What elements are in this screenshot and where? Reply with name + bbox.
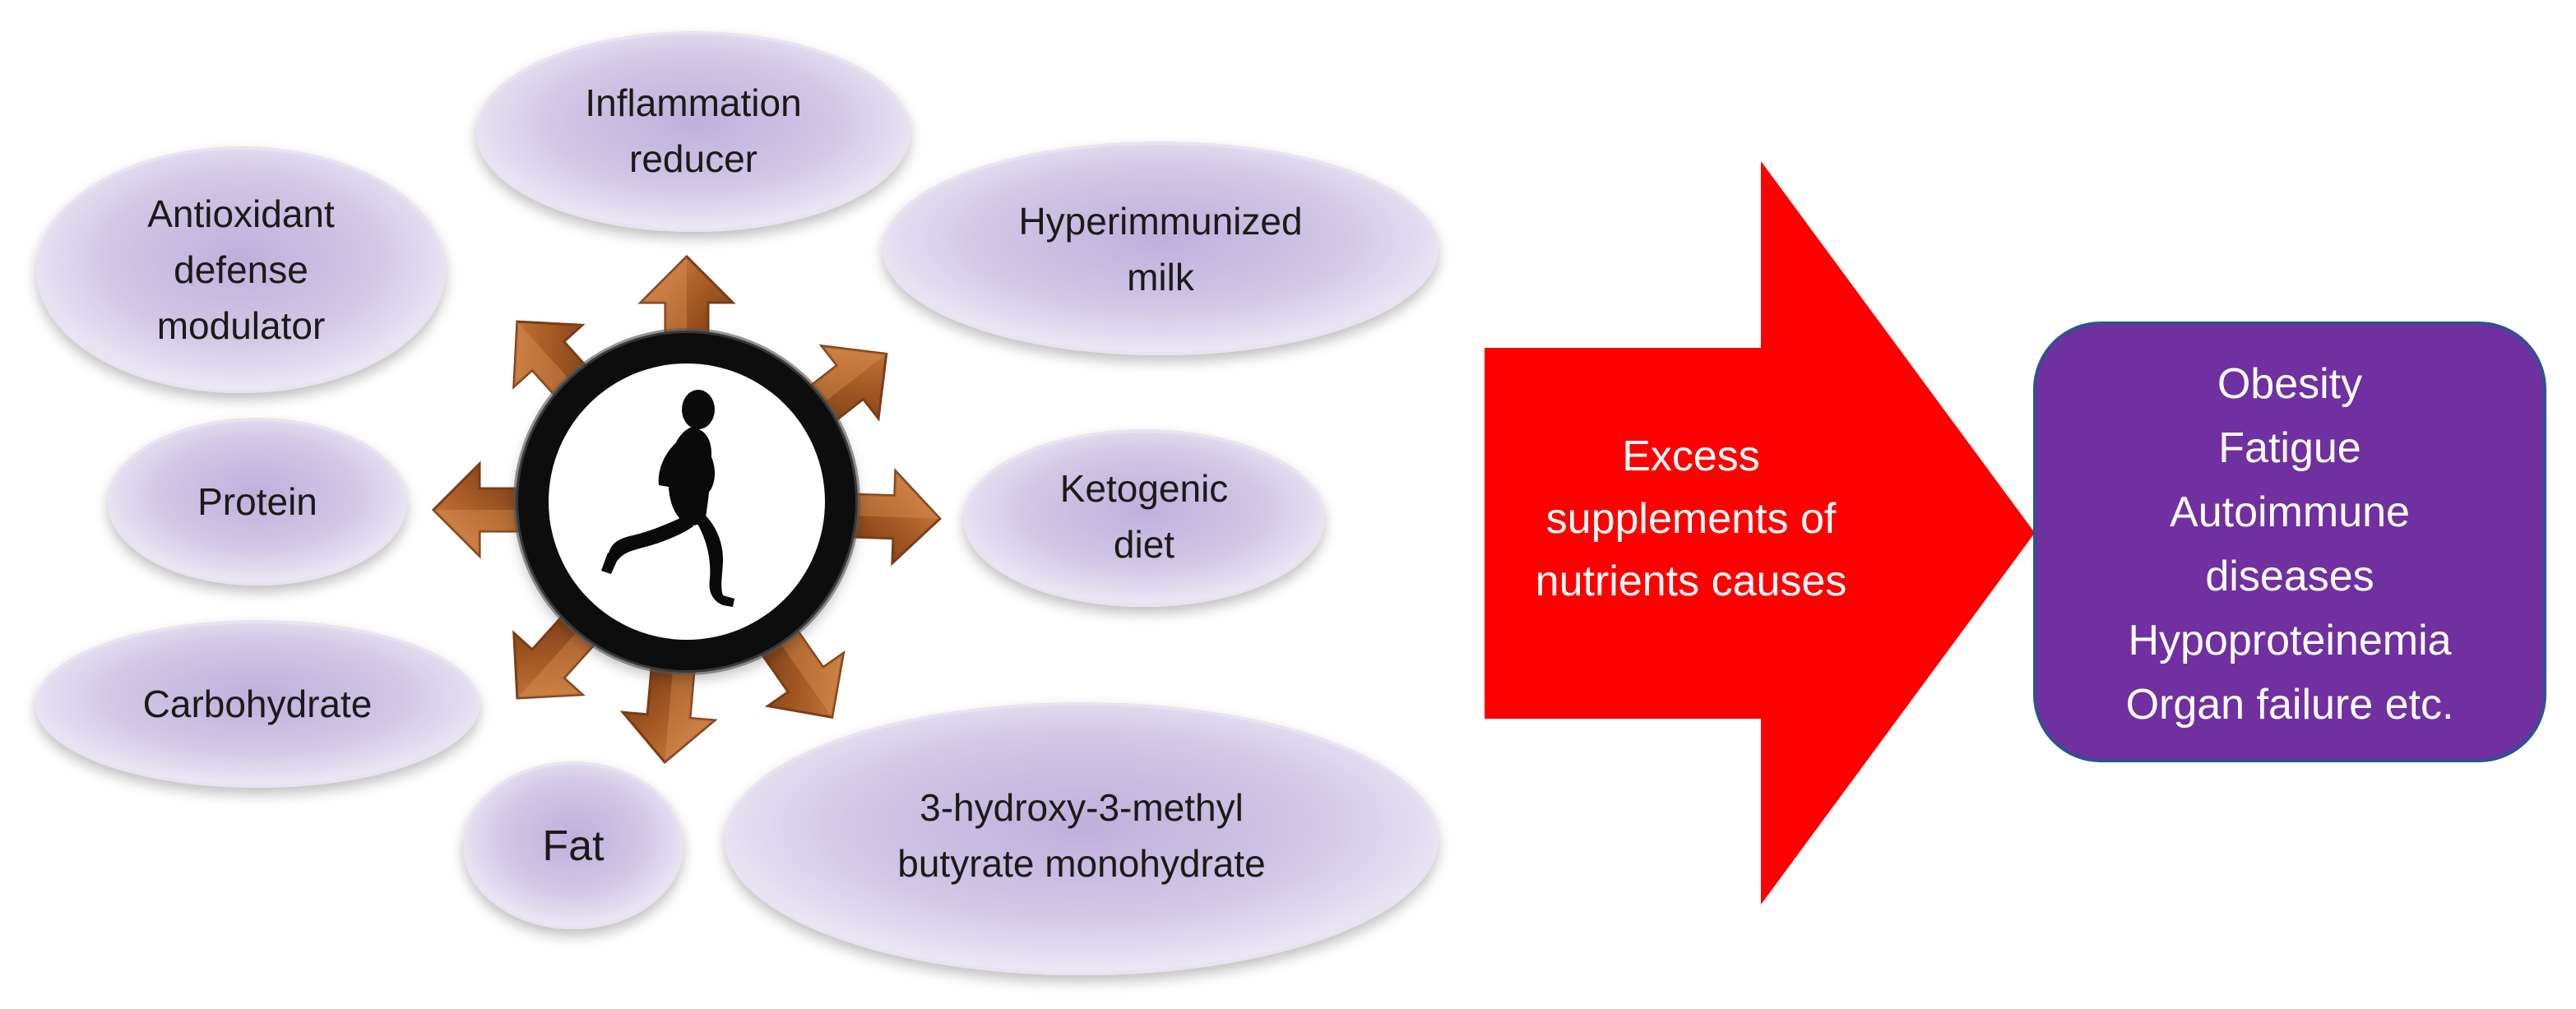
oval-text-line: Fat — [542, 822, 605, 870]
effects-box: Obesity Fatigue Autoimmune diseases Hypo… — [2033, 322, 2546, 762]
oval-text-line: reducer — [629, 137, 758, 180]
oval-text-line: modulator — [157, 304, 326, 347]
oval-text-line: Hyperimmunized — [1018, 200, 1302, 243]
oval-text-line: Carbohydrate — [143, 683, 373, 725]
cause-text-line: supplements of — [1546, 495, 1837, 543]
oval-hmb: 3-hydroxy-3-methyl butyrate monohydrate — [725, 702, 1439, 975]
oval-text-line: Ketogenic — [1060, 467, 1229, 510]
oval-text-line: defense — [174, 248, 308, 291]
oval-text-line: diet — [1114, 523, 1174, 566]
effect-text-line: diseases — [2205, 553, 2374, 600]
cause-text-line: Excess — [1622, 433, 1760, 480]
oval-ketogenic-diet: Ketogenic diet — [963, 429, 1325, 607]
oval-fat: Fat — [463, 761, 683, 929]
effect-text-line: Fatigue — [2218, 424, 2361, 472]
effect-text-line: Hypoproteinemia — [2128, 617, 2451, 664]
oval-text-line: milk — [1127, 256, 1195, 299]
oval-text-line: Inflammation — [585, 81, 801, 124]
oval-antioxidant-defense-modulator: Antioxidant defense modulator — [36, 146, 446, 393]
effect-text-line: Organ failure etc. — [2126, 681, 2454, 729]
oval-text-line: 3-hydroxy-3-methyl — [920, 786, 1244, 829]
oval-text-line: Antioxidant — [147, 192, 335, 235]
cause-arrow: Excess supplements of nutrients causes — [1485, 161, 2035, 905]
oval-text-line: Protein — [197, 480, 317, 523]
hub-arrow-down — [617, 660, 720, 768]
runner-icon — [601, 390, 734, 607]
oval-carbohydrate: Carbohydrate — [35, 620, 480, 788]
oval-inflammation-reducer: Inflammation reducer — [476, 31, 910, 232]
effect-text-line: Obesity — [2217, 360, 2362, 408]
effect-text-line: Autoimmune — [2170, 488, 2410, 536]
oval-text-line: butyrate monohydrate — [897, 842, 1266, 885]
oval-hyperimmunized-milk: Hyperimmunized milk — [883, 141, 1439, 355]
cause-text-line: nutrients causes — [1536, 558, 1847, 605]
oval-protein: Protein — [108, 418, 407, 585]
